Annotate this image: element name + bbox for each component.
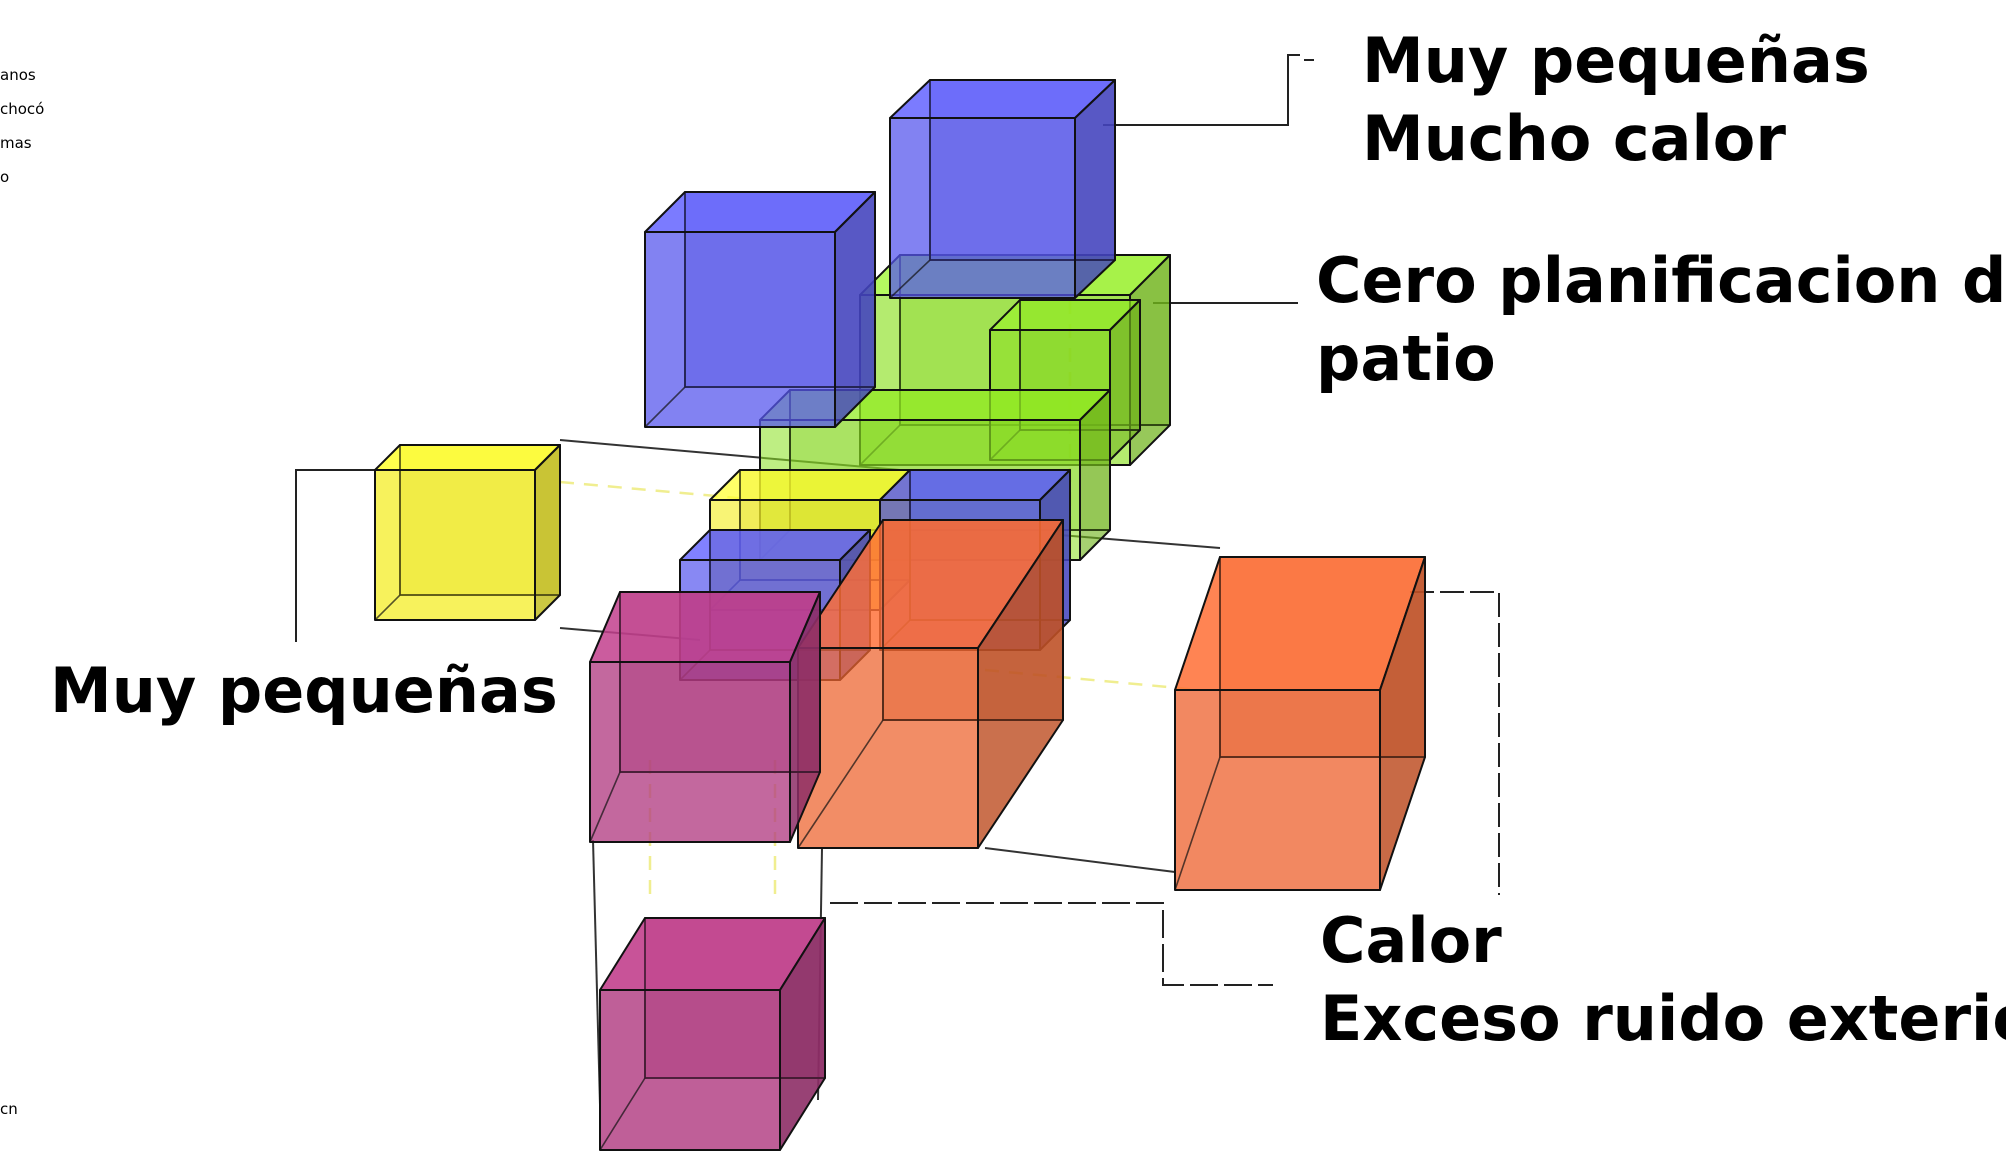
dash-yellow-link xyxy=(559,480,761,502)
cube-yellow-left-front-face xyxy=(374,469,536,621)
label-bottom-right-line2: Exceso ruido exterior xyxy=(1320,982,2006,1055)
cube-yellow-left xyxy=(374,444,561,621)
cube-blue-center-top-face xyxy=(879,469,1071,501)
cube-magenta-bottom xyxy=(599,917,826,1151)
left-edge-fragment-2: chocó xyxy=(0,100,45,118)
left-edge-fragment-3: mas xyxy=(0,134,32,152)
leader-line-bottom-right-upper xyxy=(1410,591,1500,895)
leader-lines xyxy=(295,54,1500,986)
cube-yellow-left-hidden-edges xyxy=(374,445,560,621)
cube-blue-top-right xyxy=(889,79,1116,299)
label-top-right-line1: Muy pequeñas xyxy=(1362,24,1870,97)
cube-magenta-bottom-front-face xyxy=(599,989,781,1151)
cube-orange-center-front-face xyxy=(797,647,979,849)
left-edge-fragment-5: cn xyxy=(0,1100,18,1118)
cube-orange-center-hidden-edges xyxy=(797,520,1063,849)
cube-green-lower-side-face xyxy=(1079,389,1111,561)
cube-blue-top-left-front-face xyxy=(644,231,836,428)
connector-magenta-left xyxy=(592,839,601,1106)
leader-line-left xyxy=(295,469,380,642)
label-bottom-right: Calor Exceso ruido exterior xyxy=(1320,902,2006,1058)
label-middle-right-line1: Cero planificacion de xyxy=(1316,244,2006,317)
label-top-right: Muy pequeñas Mucho calor xyxy=(1362,22,1870,178)
label-left: Muy pequeñas xyxy=(50,652,558,730)
cube-magenta-bottom-hidden-edges xyxy=(599,918,825,1151)
cube-orange-right-hidden-edges xyxy=(1174,557,1425,891)
cube-blue-low-top-face xyxy=(679,529,871,561)
label-top-right-line2: Mucho calor xyxy=(1362,102,1786,175)
connector-orange-bottom xyxy=(984,847,1176,873)
cube-magenta-middle-hidden-edges xyxy=(589,592,820,843)
cube-blue-top-right-hidden-edges xyxy=(889,80,1115,299)
cube-blue-top-left xyxy=(644,191,876,428)
label-middle-right: Cero planificacion de patio xyxy=(1316,242,2006,398)
cube-blue-top-right-side-face xyxy=(1074,79,1116,299)
label-left-line1: Muy pequeñas xyxy=(50,654,558,727)
cube-orange-right-front-face xyxy=(1174,689,1381,891)
label-bottom-right-line1: Calor xyxy=(1320,904,1502,977)
cube-group xyxy=(374,79,1426,1151)
cube-yellow-left-side-face xyxy=(534,444,561,621)
cube-blue-top-left-side-face xyxy=(834,191,876,428)
cube-magenta-middle-front-face xyxy=(589,661,791,843)
cube-orange-right xyxy=(1174,556,1426,891)
cube-magenta-middle xyxy=(589,591,821,843)
left-edge-fragment-1: anos xyxy=(0,66,36,84)
cube-blue-top-right-front-face xyxy=(889,117,1076,299)
cube-magenta-middle-top-face xyxy=(589,591,821,663)
label-middle-right-line2: patio xyxy=(1316,322,1496,395)
leader-line-bottom-right-lower xyxy=(830,902,1273,986)
cube-orange-center xyxy=(797,519,1064,849)
cube-blue-top-left-hidden-edges xyxy=(644,192,875,428)
left-edge-fragment-4: o xyxy=(0,168,10,186)
leader-line-top-right xyxy=(1103,54,1300,126)
cube-yellow-left-top-face xyxy=(374,444,561,471)
